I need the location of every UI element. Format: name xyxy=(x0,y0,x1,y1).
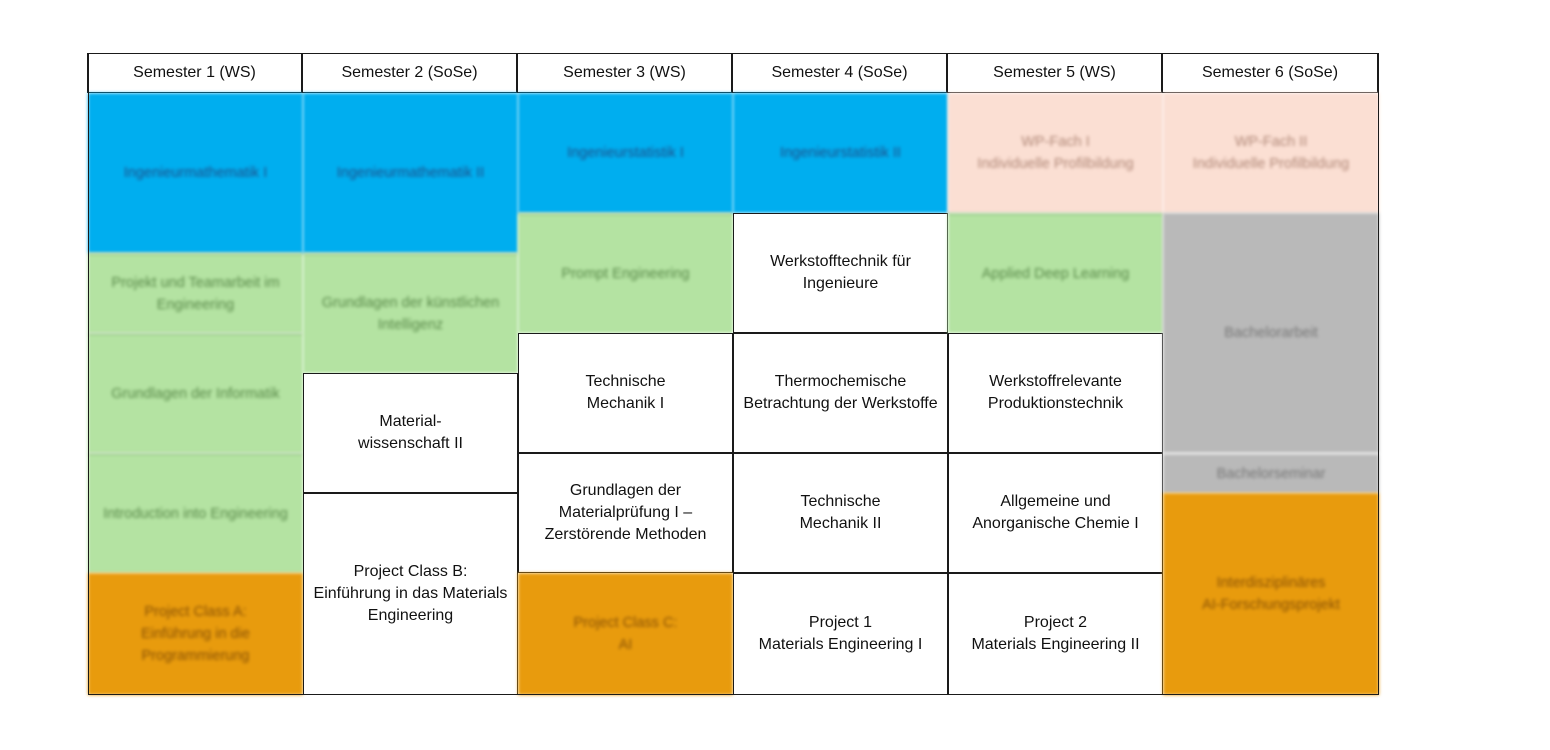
semester-header: Semester 3 (WS) xyxy=(517,53,732,93)
module-cell: Project 2 Materials Engineering II xyxy=(948,573,1163,695)
module-cell: Technische Mechanik I xyxy=(518,333,733,453)
module-cell: Applied Deep Learning xyxy=(948,213,1163,333)
semester-header: Semester 5 (WS) xyxy=(947,53,1162,93)
module-cell: Material- wissenschaft II xyxy=(303,373,518,493)
semester-header: Semester 2 (SoSe) xyxy=(302,53,517,93)
module-cell: Prompt Engineering xyxy=(518,213,733,333)
module-cell: Grundlagen der Materialprüfung I – Zerst… xyxy=(518,453,733,573)
semester-header: Semester 6 (SoSe) xyxy=(1162,53,1378,93)
module-cell: Project Class B: Einführung in das Mater… xyxy=(303,493,518,695)
semester-column-4: Semester 4 (SoSe) Ingenieurstatistik II … xyxy=(732,53,948,695)
module-cell: Ingenieurmathematik II xyxy=(303,93,518,253)
module-cell: Interdisziplinäres AI-Forschungsprojekt xyxy=(1163,493,1379,695)
module-cell: Bachelorseminar xyxy=(1163,453,1379,493)
module-cell: Thermochemische Betrachtung der Werkstof… xyxy=(733,333,948,453)
module-cell: Projekt und Teamarbeit im Engineering xyxy=(88,253,303,333)
semester-column-1: Semester 1 (WS) Ingenieurmathematik I Pr… xyxy=(87,53,303,695)
semester-column-2: Semester 2 (SoSe) Ingenieurmathematik II… xyxy=(302,53,518,695)
module-cell: Project Class A: Einführung in die Progr… xyxy=(88,573,303,695)
module-cell: Technische Mechanik II xyxy=(733,453,948,573)
module-cell: Allgemeine und Anorganische Chemie I xyxy=(948,453,1163,573)
module-cell: Project 1 Materials Engineering I xyxy=(733,573,948,695)
module-cell: Project Class C: AI xyxy=(518,573,733,695)
semester-column-3: Semester 3 (WS) Ingenieurstatistik I Pro… xyxy=(517,53,733,695)
module-cell: Grundlagen der künstlichen Intelligenz xyxy=(303,253,518,373)
module-cell: Ingenieurstatistik I xyxy=(518,93,733,213)
module-cell: Werkstoffrelevante Produktionstechnik xyxy=(948,333,1163,453)
curriculum-table: Semester 1 (WS) Ingenieurmathematik I Pr… xyxy=(87,53,1379,695)
semester-column-6: Semester 6 (SoSe) WP-Fach II Individuell… xyxy=(1162,53,1379,695)
module-cell: Werkstofftechnik für Ingenieure xyxy=(733,213,948,333)
semester-column-5: Semester 5 (WS) WP-Fach I Individuelle P… xyxy=(947,53,1163,695)
semester-header: Semester 4 (SoSe) xyxy=(732,53,947,93)
module-cell: Bachelorarbeit xyxy=(1163,213,1379,453)
module-cell: Ingenieurstatistik II xyxy=(733,93,948,213)
module-cell: Ingenieurmathematik I xyxy=(88,93,303,253)
module-cell: WP-Fach I Individuelle Profilbildung xyxy=(948,93,1163,213)
module-cell: WP-Fach II Individuelle Profilbildung xyxy=(1163,93,1379,213)
module-cell: Grundlagen der Informatik xyxy=(88,333,303,453)
module-cell: Introduction into Engineering xyxy=(88,453,303,573)
semester-header: Semester 1 (WS) xyxy=(87,53,302,93)
